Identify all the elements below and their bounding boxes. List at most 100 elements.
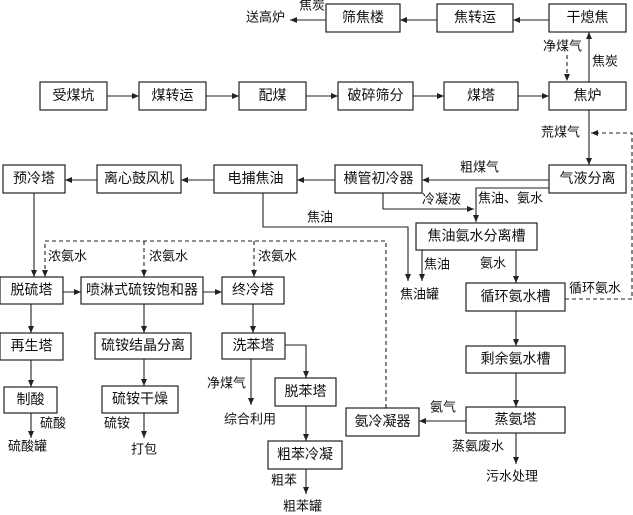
box-precool: 预冷塔	[2, 164, 66, 194]
box-frame	[2, 164, 66, 194]
box-cdq: 干熄焦	[548, 3, 627, 33]
box-frame	[345, 407, 420, 437]
flow-label-conc-ammonia-1: 浓氨水	[48, 250, 87, 265]
flow-label-ams: 硫铵	[104, 417, 130, 432]
box-label: 预冷塔	[13, 171, 55, 187]
box-esp: 电捕焦油	[213, 164, 298, 194]
box-label: 横管初冷器	[344, 170, 414, 187]
box-gas-liquid-sep: 气液分离	[548, 164, 627, 194]
box-frame	[267, 440, 343, 470]
box-frame	[221, 276, 285, 305]
box-frame	[436, 3, 514, 33]
flow-label-ammonia-water: 氨水	[480, 257, 506, 272]
flow-label-tar-tank: 焦油罐	[400, 288, 439, 303]
box-label: 硫铵结晶分离	[101, 337, 185, 354]
arrow	[285, 344, 309, 378]
box-blower: 离心鼓风机	[96, 164, 182, 194]
dashed-circ-ammonia	[565, 130, 633, 300]
box-frame	[334, 164, 423, 194]
box-label: 焦油氨水分离槽	[428, 228, 526, 245]
box-label: 剩余氨水槽	[481, 351, 551, 368]
flow-label-tar-esp: 焦油	[307, 211, 333, 226]
arrow-condensate	[382, 193, 474, 212]
box-regen: 再生塔	[0, 332, 64, 361]
box-frame	[0, 332, 64, 361]
box-label: 电捕焦油	[228, 171, 284, 187]
flow-label-raw-gas: 荒煤气	[541, 125, 580, 141]
flow-label-packing: 打包	[131, 443, 157, 458]
flow-label-tar-sep: 焦油	[424, 258, 450, 273]
flow-label-sulfuric-acid: 硫酸	[40, 417, 66, 432]
flow-label-ammonia-gas: 氨气	[430, 400, 456, 416]
box-coal-transfer: 煤转运	[138, 81, 207, 111]
box-screen-coke: 筛焦楼	[325, 3, 401, 33]
box-label: 配煤	[259, 88, 287, 104]
box-frame	[101, 385, 179, 414]
box-label: 焦转运	[454, 10, 496, 26]
box-circ-ammonia-tank: 循环氨水槽	[465, 282, 566, 312]
box-frame	[548, 164, 627, 194]
box-desulf: 脱硫塔	[0, 276, 64, 305]
arrow-esp-tar	[262, 193, 411, 281]
flow-label-conc-ammonia-3: 浓氨水	[258, 250, 297, 265]
flow-label-circ-ammonia: 循环氨水	[569, 282, 621, 297]
box-label: 破碎筛分	[348, 88, 404, 104]
connectors	[28, 17, 633, 494]
flow-label-utilization: 综合利用	[224, 413, 276, 428]
box-frame	[337, 81, 414, 111]
box-coal-tower: 煤塔	[443, 81, 519, 111]
box-frame	[465, 406, 566, 434]
flow-label-crude-benzene-tank: 粗苯罐	[283, 500, 322, 515]
flow-label-clean-gas-top: 净煤气	[543, 39, 582, 55]
flow-label-still-waste: 蒸氨废水	[452, 439, 504, 455]
box-label: 气液分离	[560, 170, 616, 187]
box-frame	[94, 332, 192, 360]
box-coal-blend: 配煤	[238, 81, 307, 111]
box-benzene-wash: 洗苯塔	[221, 332, 286, 360]
box-label: 终冷塔	[232, 283, 274, 299]
box-frame	[465, 282, 566, 312]
box-label: 脱苯塔	[285, 383, 327, 400]
box-label: 脱硫塔	[11, 283, 53, 299]
box-label: 氨冷凝器	[355, 414, 411, 430]
flow-label-conc-ammonia-2: 浓氨水	[149, 250, 188, 265]
box-tar-ammonia-sep: 焦油氨水分离槽	[415, 222, 538, 251]
flow-label-acid-tank: 硫酸罐	[8, 440, 47, 455]
box-debenzol: 脱苯塔	[274, 377, 337, 407]
box-label: 硫铵干燥	[112, 392, 168, 408]
box-frame	[138, 81, 207, 111]
flow-label-crude-benzene: 粗苯	[271, 474, 297, 489]
box-crystal-sep: 硫铵结晶分离	[94, 332, 192, 360]
box-primary-cooler: 横管初冷器	[334, 164, 423, 194]
box-frame	[415, 222, 538, 251]
box-label: 制酸	[17, 392, 45, 408]
dashed-conc-ammonia	[42, 240, 387, 408]
box-final-cool: 终冷塔	[221, 276, 285, 305]
box-acid-make: 制酸	[3, 386, 58, 414]
box-label: 煤塔	[467, 88, 495, 104]
box-label: 循环氨水槽	[481, 289, 551, 305]
box-crush-screen: 破碎筛分	[337, 81, 414, 111]
box-label: 离心鼓风机	[104, 170, 174, 187]
box-coke-oven: 焦炉	[548, 81, 627, 111]
box-saturator: 喷淋式硫铵饱和器	[80, 276, 204, 305]
flow-label-coke-right: 焦炭	[592, 55, 618, 70]
box-frame	[213, 164, 298, 194]
box-label: 筛焦楼	[342, 10, 384, 26]
flow-label-wastewater: 污水处理	[486, 470, 538, 485]
box-surplus-ammonia-tank: 剩余氨水槽	[465, 345, 566, 374]
flow-label-to-blast-furnace: 送高炉	[246, 10, 285, 26]
box-frame	[221, 332, 286, 360]
flow-label-clean-gas: 净煤气	[207, 376, 246, 392]
box-label: 喷淋式硫铵饱和器	[86, 283, 198, 299]
box-label: 焦炉	[574, 88, 602, 104]
box-label: 再生塔	[11, 339, 53, 355]
box-coke-transfer: 焦转运	[436, 3, 514, 33]
box-label: 受煤坑	[53, 88, 95, 104]
box-label: 干熄焦	[567, 9, 609, 26]
box-ammonia-condenser: 氨冷凝器	[345, 407, 420, 437]
flow-label-tar-ammonia: 焦油、氨水	[478, 192, 543, 207]
box-label: 洗苯塔	[233, 337, 275, 354]
box-ammonia-still: 蒸氨塔	[465, 406, 566, 434]
